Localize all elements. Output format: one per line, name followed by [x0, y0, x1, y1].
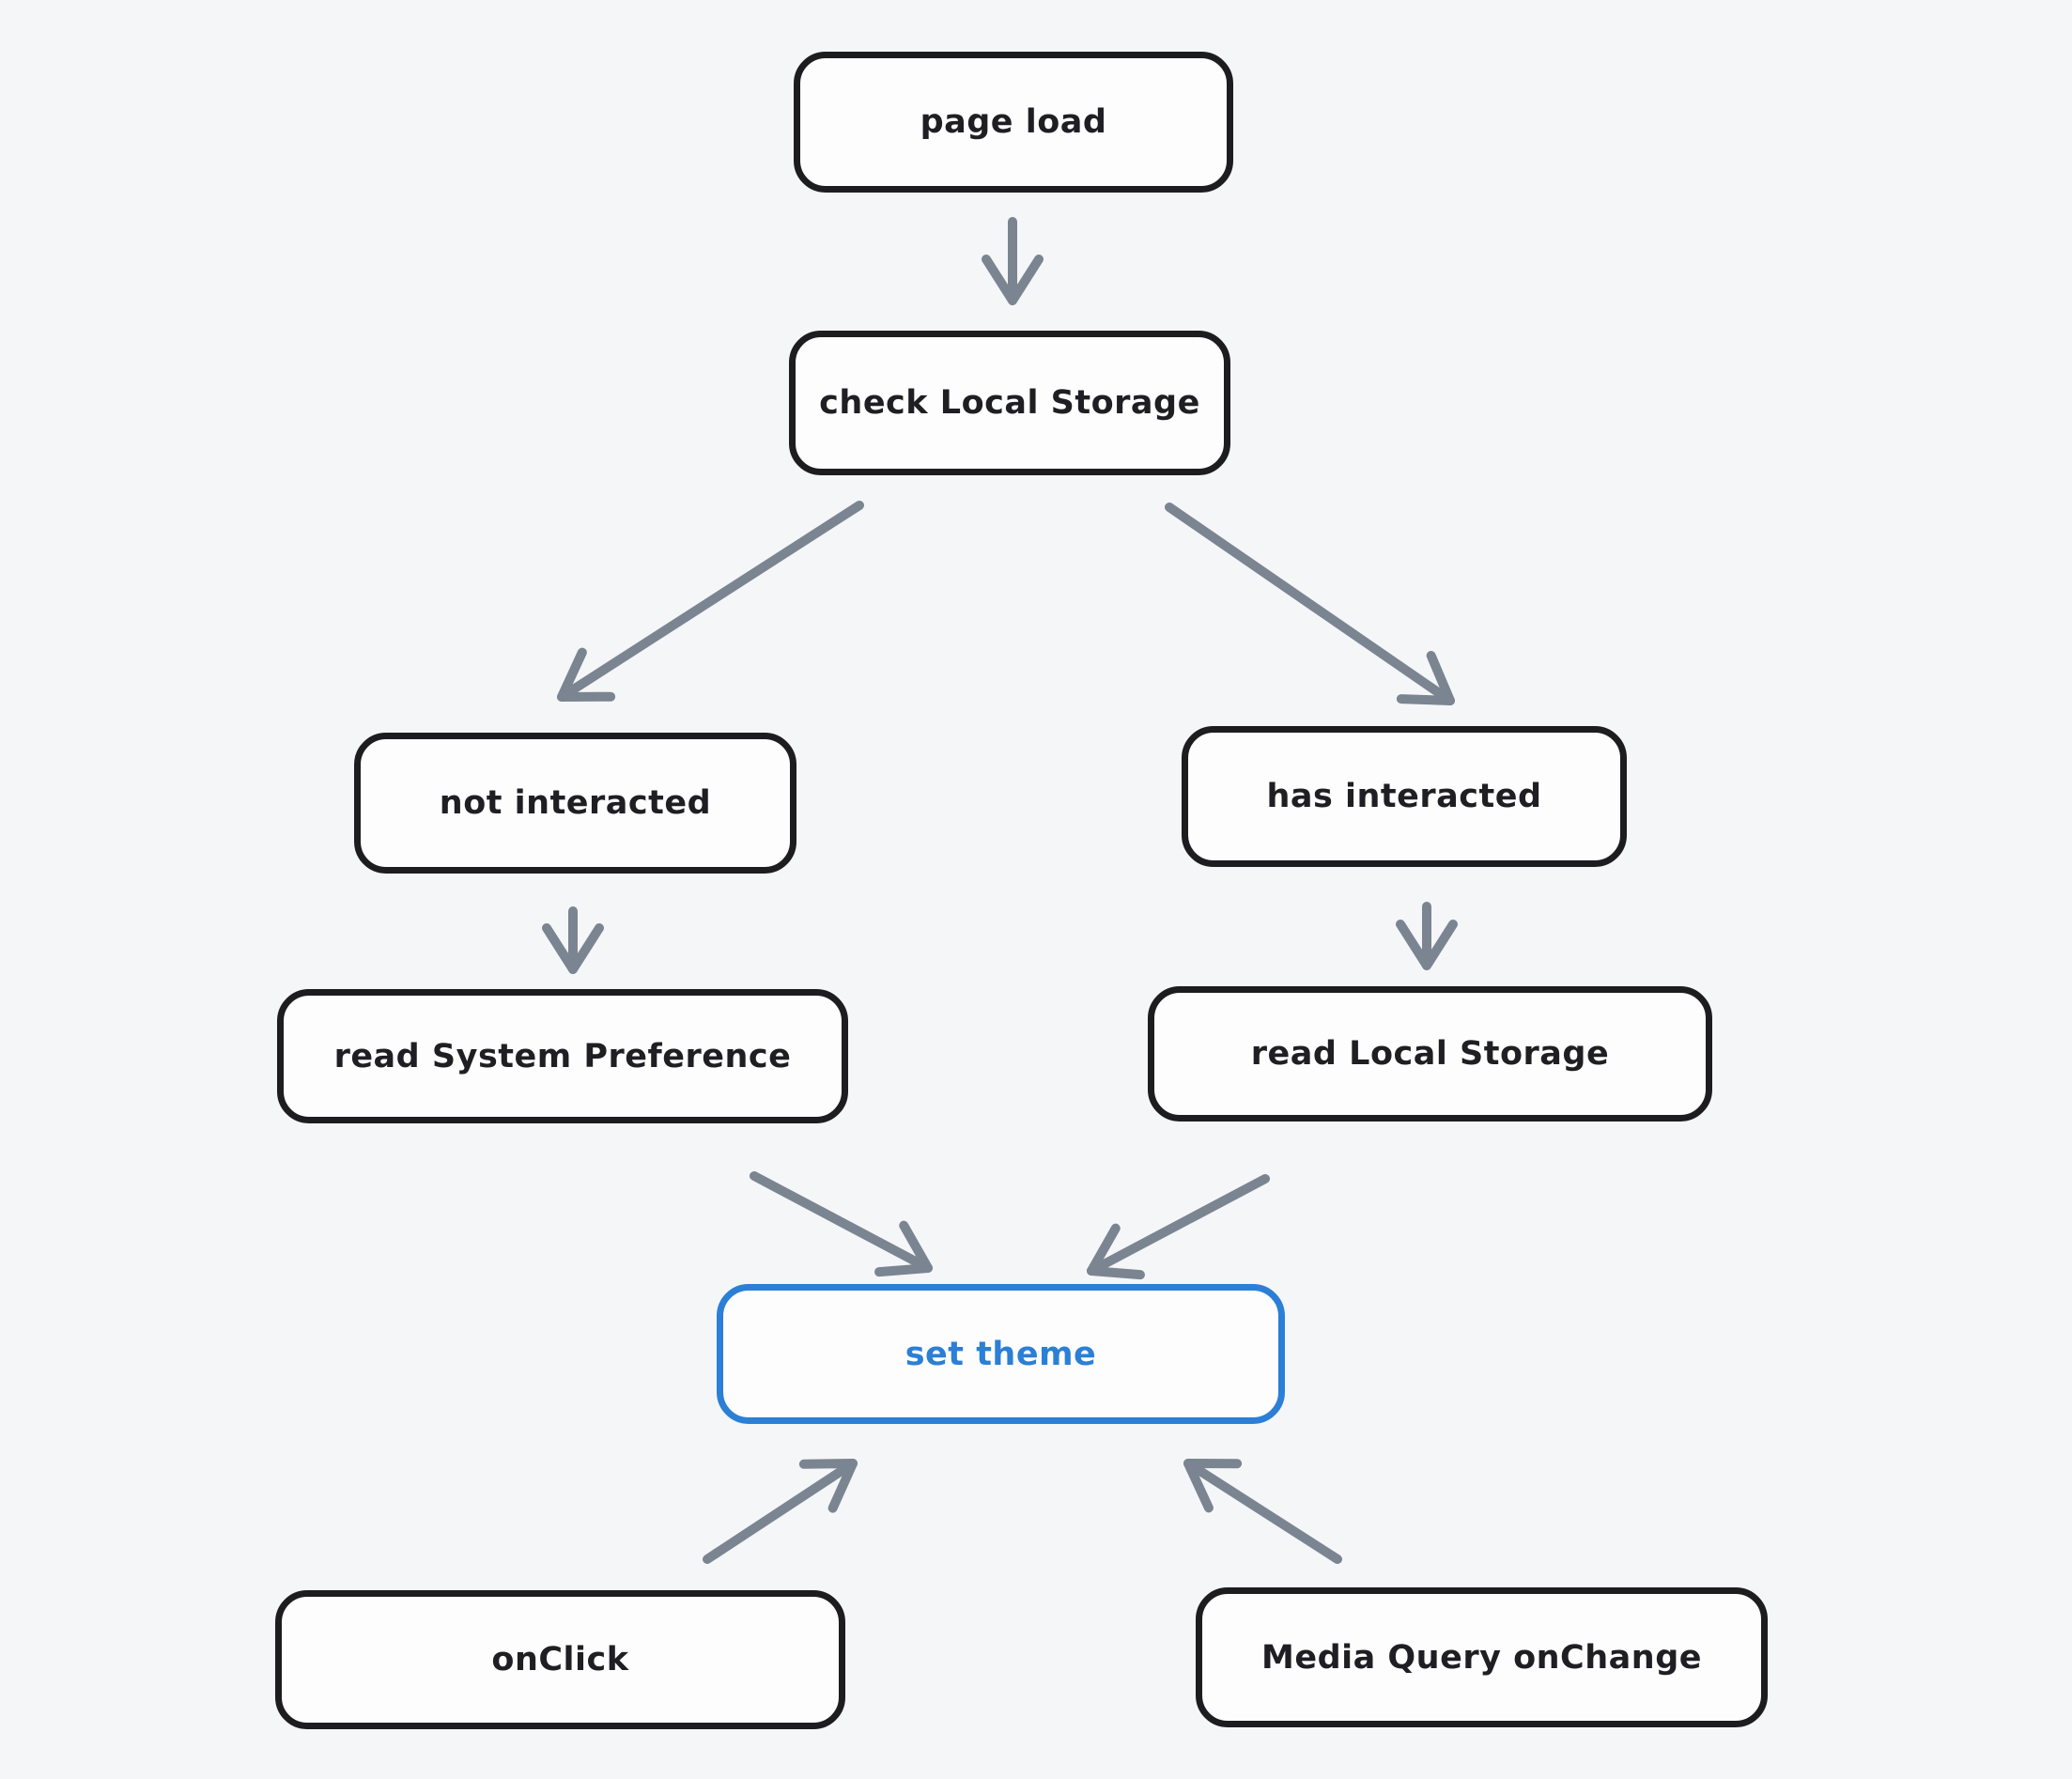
- arrow-check-local-storage-to-has-interacted[interactable]: [1165, 503, 1455, 705]
- node-not-interacted-label: not interacted: [439, 784, 712, 822]
- node-check-local-storage-label: check Local Storage: [819, 384, 1200, 422]
- node-set-theme[interactable]: set theme: [717, 1284, 1285, 1424]
- node-onclick-label: onClick: [491, 1641, 629, 1678]
- node-check-local-storage[interactable]: check Local Storage: [789, 331, 1230, 475]
- node-read-system-preference-label: read System Preference: [333, 1037, 792, 1075]
- arrow-onclick-to-set-theme[interactable]: [703, 1459, 858, 1564]
- arrow-media-query-onchange-to-set-theme[interactable]: [1183, 1459, 1342, 1564]
- arrow-check-local-storage-to-not-interacted[interactable]: [557, 501, 864, 702]
- arrow-read-local-storage-to-set-theme[interactable]: [1087, 1174, 1270, 1280]
- node-has-interacted-label: has interacted: [1266, 778, 1542, 815]
- node-has-interacted[interactable]: has interacted: [1182, 726, 1627, 867]
- node-not-interacted[interactable]: not interacted: [354, 733, 796, 874]
- arrow-read-system-preference-to-set-theme[interactable]: [750, 1171, 933, 1277]
- node-set-theme-label: set theme: [905, 1335, 1097, 1373]
- node-read-local-storage[interactable]: read Local Storage: [1148, 986, 1712, 1122]
- node-onclick[interactable]: onClick: [275, 1590, 845, 1729]
- node-read-local-storage-label: read Local Storage: [1250, 1035, 1610, 1073]
- node-media-query-onchange[interactable]: Media Query onChange: [1196, 1587, 1768, 1727]
- node-page-load[interactable]: page load: [794, 52, 1233, 193]
- node-page-load-label: page load: [920, 103, 1107, 141]
- node-read-system-preference[interactable]: read System Preference: [277, 989, 848, 1123]
- node-media-query-onchange-label: Media Query onChange: [1261, 1638, 1702, 1677]
